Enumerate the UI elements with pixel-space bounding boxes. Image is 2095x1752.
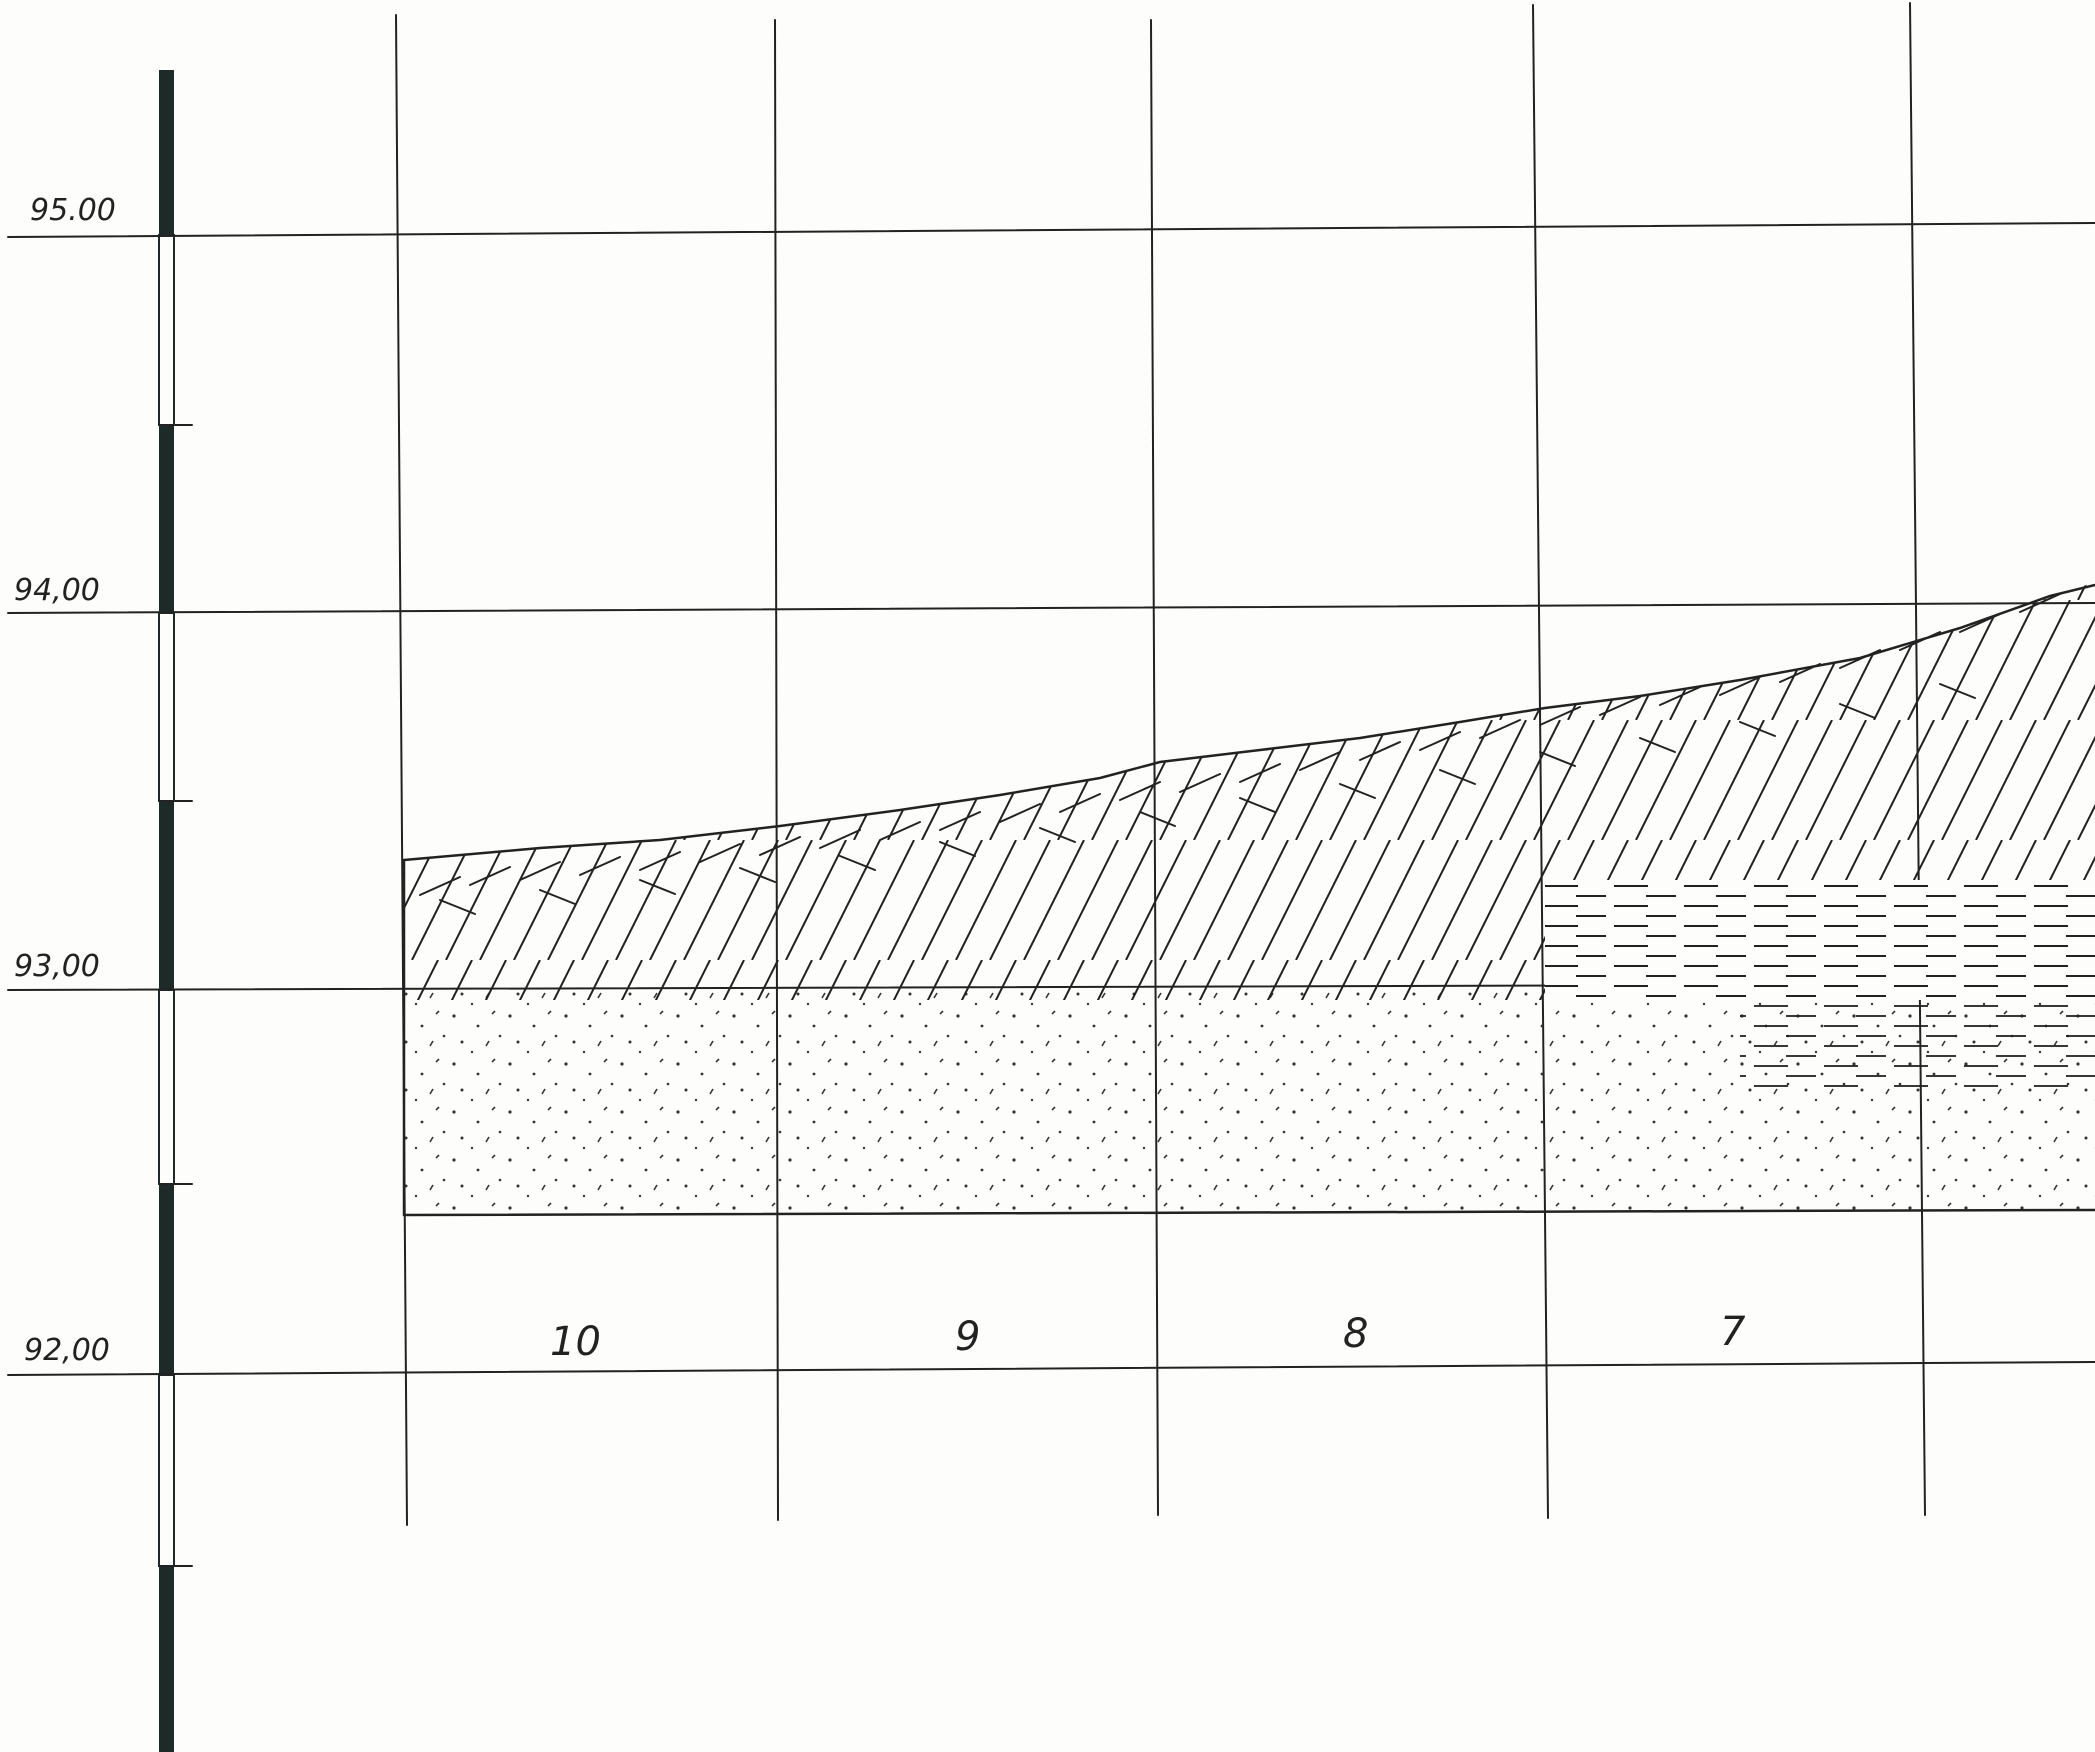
- station-label-7: 7: [1720, 1309, 1746, 1355]
- station-label-8: 8: [1343, 1311, 1368, 1357]
- elevation-scale-bar: [158, 70, 193, 1752]
- station-labels: 10 9 8 7: [550, 1309, 1746, 1365]
- elevation-label-92: 92,00: [24, 1333, 110, 1368]
- topsoil-brick-hatch: [419, 593, 2061, 915]
- station-label-9: 9: [955, 1314, 980, 1360]
- elevation-label-95: 95.00: [30, 193, 116, 228]
- ground-surface-line: [402, 583, 2095, 862]
- soil-profile: [402, 582, 2095, 1217]
- elevation-label-94: 94,00: [14, 573, 100, 608]
- station-label-10: 10: [550, 1319, 601, 1365]
- elevation-labels: 95.00 94,00 93,00 92,00: [14, 193, 116, 1368]
- elevation-label-93: 93,00: [14, 949, 100, 984]
